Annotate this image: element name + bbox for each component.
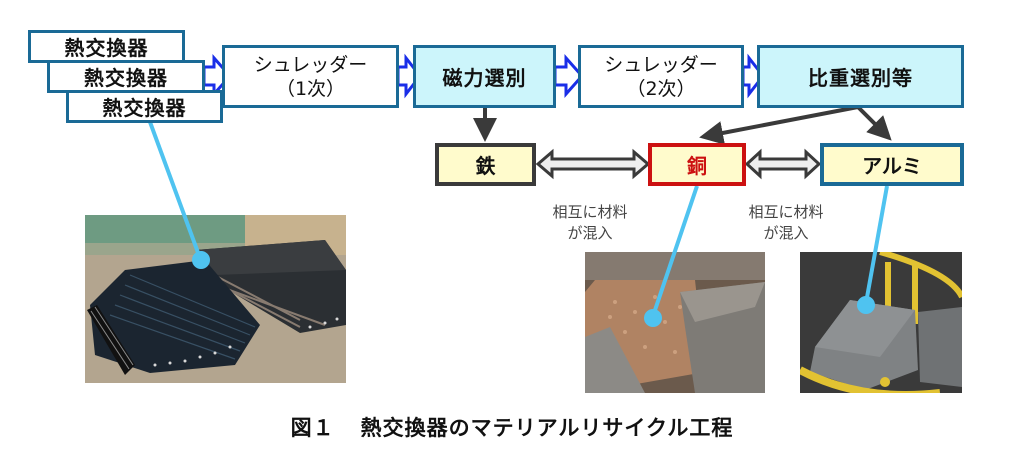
shredder-secondary-line2: （2次） [626,77,696,100]
gravity-to-copper-arrow [699,105,859,145]
heat-exchanger-label-3: 熱交換器 [102,96,187,120]
gravity-to-aluminum-arrow [856,105,892,141]
heat-exchanger-photo [85,215,346,383]
copper-aluminum-mix-arrow [744,148,822,180]
shredder-primary-line2: （1次） [275,77,346,100]
magnetic-separation-label: 磁力選別 [442,66,527,90]
shredder-secondary-box: シュレッダー （2次） [578,45,744,108]
heat-exchanger-box-1: 熱交換器 [28,30,185,63]
gravity-separation-box: 比重選別等 [757,45,964,108]
aluminum-box: アルミ [820,143,964,186]
aluminum-label: アルミ [862,154,922,178]
heat-exchanger-box-3: 熱交換器 [66,90,223,123]
mix-note-1-line2: が混入 [567,224,613,242]
heat-exchanger-label-1: 熱交換器 [64,36,149,60]
aluminum-block-photo [800,252,962,393]
iron-box: 鉄 [435,143,536,186]
shredder-secondary-line1: シュレッダー [604,53,718,76]
figure-number: 図１ [290,416,335,440]
figure-caption: 図１ 熱交換器のマテリアルリサイクル工程 [0,412,1024,442]
mix-note-1-line1: 相互に材料 [552,203,628,221]
shredder-primary-line1: シュレッダー [253,53,368,76]
iron-copper-mix-arrow [535,148,651,180]
iron-label: 鉄 [475,154,496,178]
copper-chips-photo [585,252,765,393]
copper-label: 銅 [687,154,707,178]
mix-note-copper-aluminum: 相互に材料 が混入 [726,202,846,244]
mix-note-2-line1: 相互に材料 [748,203,824,221]
mix-note-2-line2: が混入 [763,224,809,242]
copper-box: 銅 [648,143,746,186]
heat-exchanger-label-2: 熱交換器 [84,66,168,90]
heat-exchanger-box-2: 熱交換器 [47,60,205,93]
gravity-separation-label: 比重選別等 [808,66,913,90]
shredder-primary-box: シュレッダー （1次） [222,45,399,108]
figure-title: 熱交換器のマテリアルリサイクル工程 [360,416,734,440]
magnetic-separation-box: 磁力選別 [413,45,556,108]
mix-note-iron-copper: 相互に材料 が混入 [530,202,650,244]
